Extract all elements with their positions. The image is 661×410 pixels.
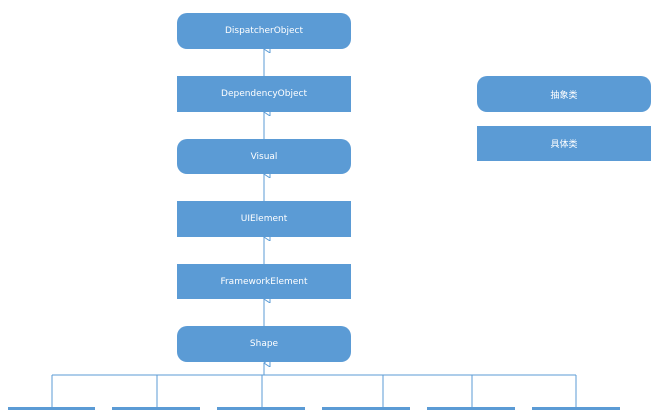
node-frameworkelement: FrameworkElement [177, 264, 351, 299]
node-dependencyobject: DependencyObject [177, 76, 351, 112]
legend-abstract-class: 抽象类 [477, 76, 651, 112]
child-node-1 [8, 407, 95, 410]
node-visual-label: Visual [250, 151, 278, 162]
node-dependencyobject-label: DependencyObject [221, 89, 307, 99]
legend-concrete-class: 具体类 [477, 126, 651, 161]
node-dispatcherobject: DispatcherObject [177, 13, 351, 49]
node-frameworkelement-label: FrameworkElement [220, 276, 308, 287]
node-uielement-label: UIElement [240, 214, 288, 224]
child-node-6 [532, 407, 620, 410]
child-node-2 [112, 407, 200, 410]
node-shape: Shape [177, 326, 351, 362]
legend-abstract-class-label: 抽象类 [550, 90, 578, 101]
legend-concrete-class-label: 具体类 [550, 140, 578, 150]
node-visual: Visual [177, 139, 351, 174]
node-dispatcherobject-label: DispatcherObject [224, 26, 304, 36]
node-uielement: UIElement [177, 201, 351, 237]
node-shape-label: Shape [249, 339, 279, 349]
child-node-3 [217, 407, 305, 410]
child-node-5 [427, 407, 515, 410]
child-node-4 [322, 407, 410, 410]
